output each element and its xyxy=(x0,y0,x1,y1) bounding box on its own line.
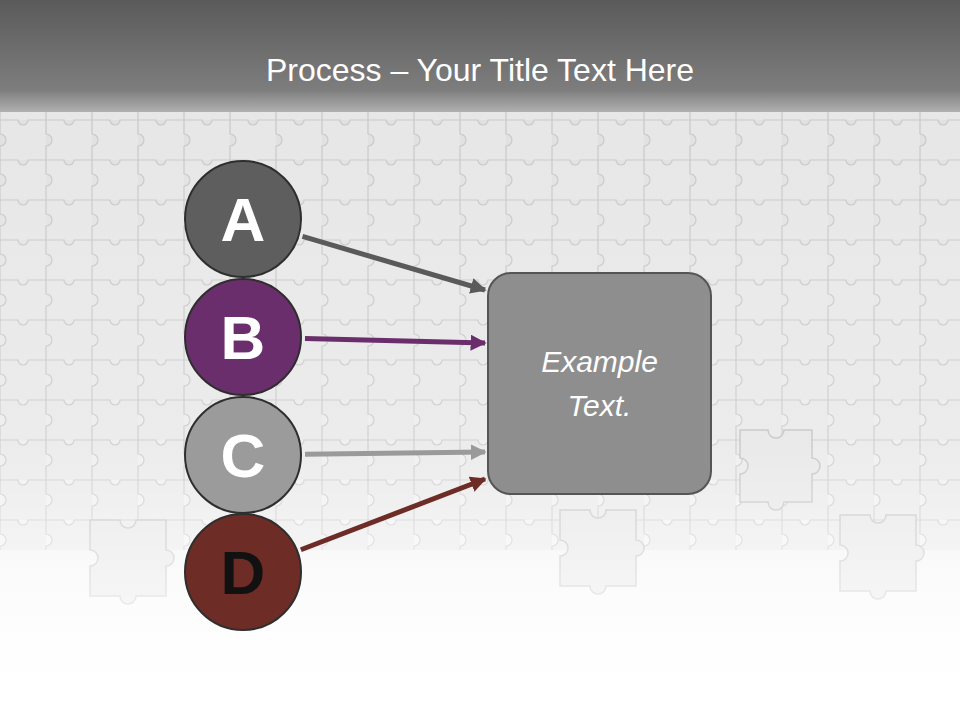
arrow-connector xyxy=(301,479,485,550)
step-letter: A xyxy=(183,159,303,279)
step-letter: D xyxy=(183,512,303,632)
slide-title: Process – Your Title Text Here xyxy=(0,52,960,89)
step-circle: B xyxy=(183,277,303,397)
box-text: Example Text. xyxy=(520,340,680,427)
step-circle: D xyxy=(183,512,303,632)
arrow-connector xyxy=(302,236,485,290)
step-letter: B xyxy=(183,277,303,397)
process-box: Example Text. xyxy=(487,272,712,495)
arrow-connector xyxy=(305,452,485,454)
arrow-connector xyxy=(305,339,485,343)
step-circle: C xyxy=(183,395,303,515)
step-circle: A xyxy=(183,159,303,279)
step-letter: C xyxy=(183,395,303,515)
